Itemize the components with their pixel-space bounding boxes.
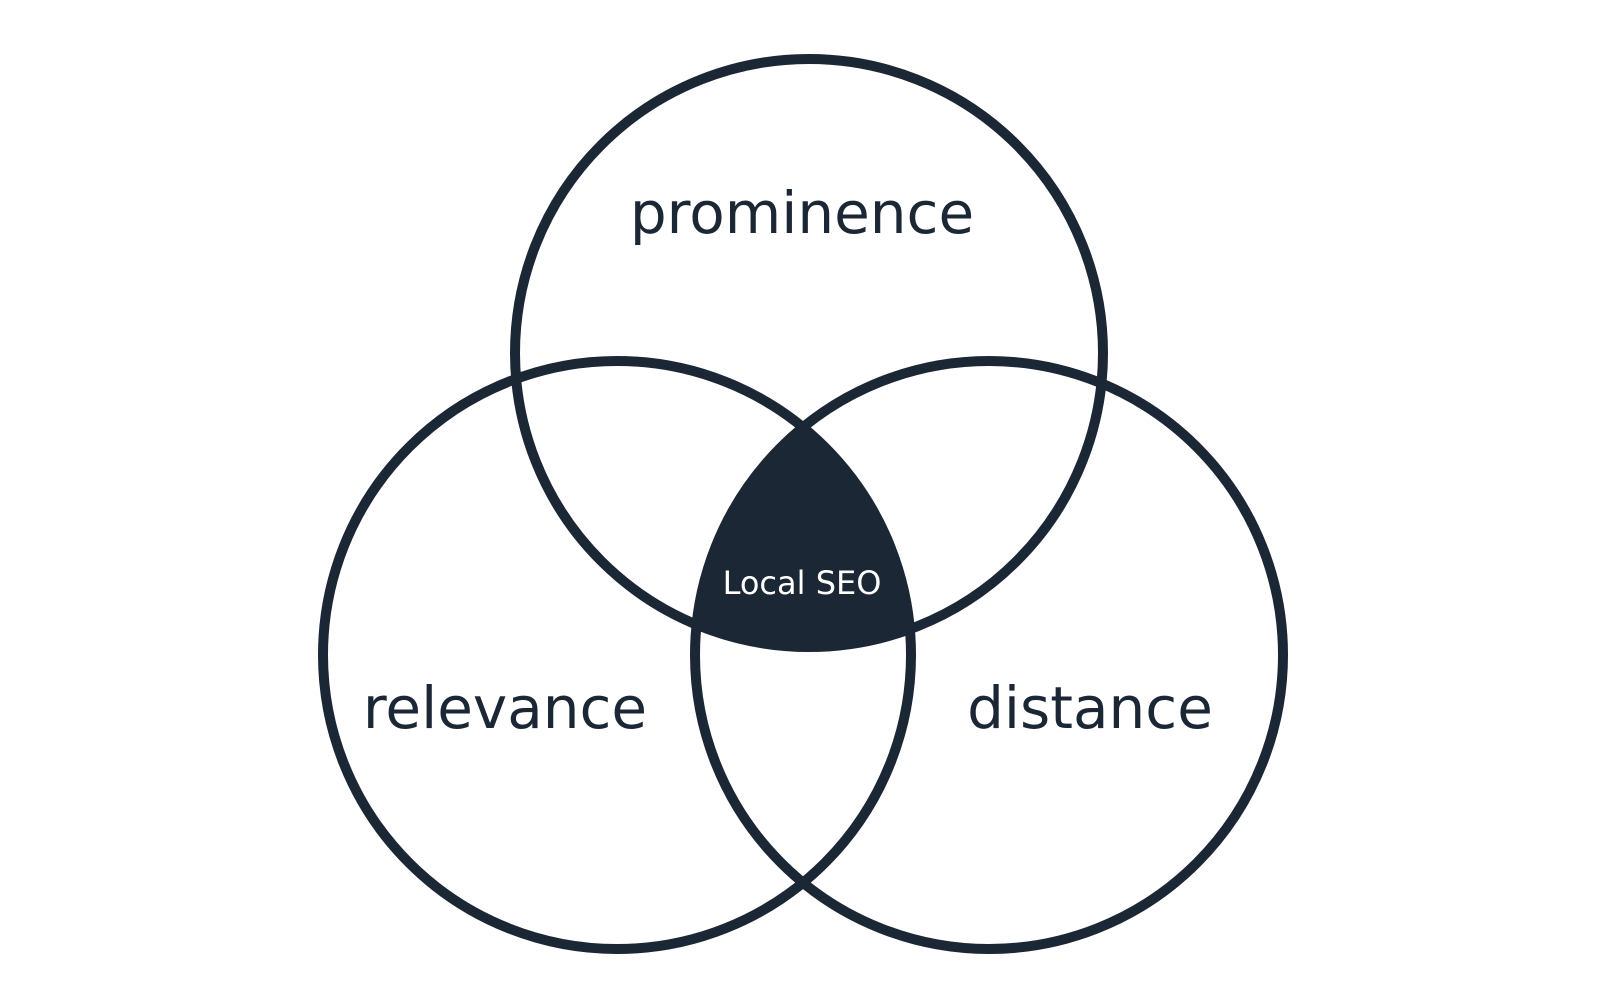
label-prominence: prominence: [630, 179, 974, 247]
triple-intersection: [695, 361, 911, 647]
intersection-region: [695, 361, 911, 647]
label-relevance: relevance: [363, 674, 647, 742]
label-local-seo: Local SEO: [723, 564, 882, 602]
circle-prominence: [510, 54, 1108, 652]
label-distance: distance: [967, 674, 1213, 742]
circle-relevance: [318, 356, 916, 954]
circle-distance: [690, 356, 1288, 954]
